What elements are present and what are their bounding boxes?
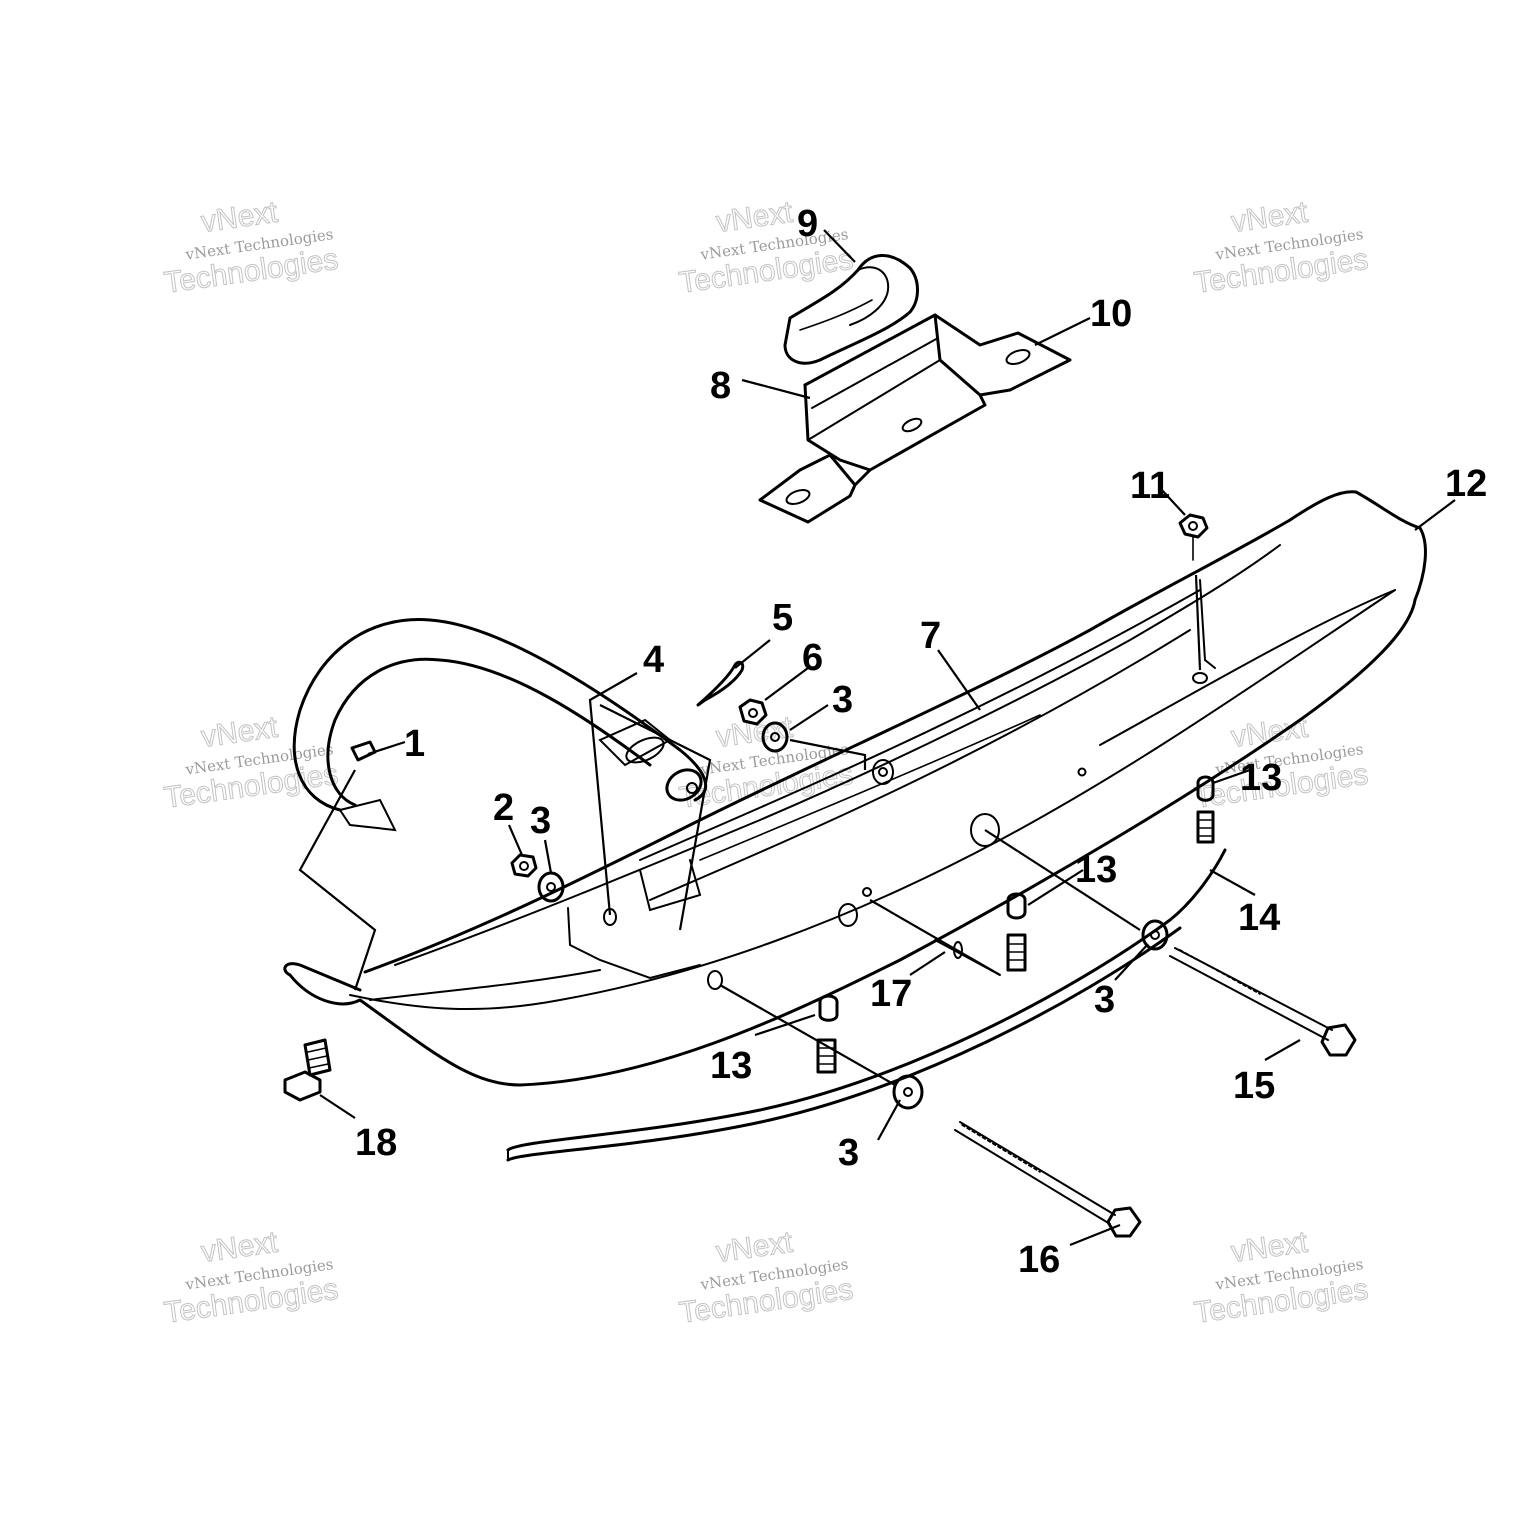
callout-11: 11: [1130, 465, 1170, 507]
watermark-top-center: vNext vNext Technologies Technologies: [677, 195, 856, 300]
part-hardware: [510, 660, 1001, 976]
watermark-mid-left: vNext vNext Technologies Technologies: [162, 710, 341, 815]
callout-9: 9: [797, 203, 818, 245]
callout-18: 18: [355, 1122, 397, 1164]
callout-3-top: 3: [832, 679, 853, 721]
svg-text:vNext: vNext: [1229, 196, 1310, 239]
part-nut-11: [1178, 513, 1209, 561]
part-saddle-bracket: [758, 313, 1072, 524]
callout-7: 7: [920, 615, 941, 657]
svg-text:vNext: vNext: [1229, 1226, 1310, 1269]
callout-8: 8: [710, 365, 731, 407]
svg-text:vNext: vNext: [199, 1226, 280, 1269]
callout-6: 6: [802, 637, 823, 679]
part-bolt-18: [283, 1038, 332, 1102]
watermark-top-right: vNext vNext Technologies Technologies: [1192, 195, 1371, 300]
svg-text:vNext: vNext: [1229, 711, 1310, 754]
callout-13-center: 13: [1075, 849, 1117, 891]
part-saddle-pad: [783, 254, 919, 365]
callout-4: 4: [643, 639, 664, 681]
leader-lines: [298, 229, 1456, 1247]
callout-13-right: 13: [1240, 757, 1282, 799]
callout-10: 10: [1090, 293, 1132, 335]
watermark-top-left: vNext vNext Technologies Technologies: [162, 195, 341, 300]
watermark-bottom-left: vNext vNext Technologies Technologies: [162, 1225, 341, 1330]
callout-3-bottom: 3: [838, 1132, 859, 1174]
callout-12: 12: [1445, 463, 1487, 505]
callout-3-right: 3: [1094, 979, 1115, 1021]
callout-14: 14: [1238, 897, 1280, 939]
callout-13-left: 13: [710, 1045, 752, 1087]
callout-2: 2: [493, 787, 514, 829]
svg-text:vNext: vNext: [199, 711, 280, 754]
part-bolt-15: [1141, 919, 1357, 1057]
callouts: 1 2 3 4 5 6 3 7 9 10 8 11 12 13 13 14 17…: [355, 203, 1487, 1281]
watermark-bottom-right: vNext vNext Technologies Technologies: [1192, 1225, 1371, 1330]
svg-text:vNext: vNext: [714, 196, 795, 239]
part-bolt-16: [892, 1074, 1142, 1238]
part-studs-13: [816, 775, 1215, 1074]
part-wear-bar: [506, 848, 1227, 1162]
part-ski-handle: [292, 618, 708, 832]
svg-text:vNext: vNext: [199, 196, 280, 239]
callout-3-left: 3: [530, 800, 551, 842]
callout-1: 1: [404, 723, 425, 765]
callout-15: 15: [1233, 1065, 1275, 1107]
callout-5: 5: [772, 597, 793, 639]
callout-17: 17: [870, 973, 912, 1015]
watermark-bottom-center: vNext vNext Technologies Technologies: [677, 1225, 856, 1330]
callout-16: 16: [1018, 1239, 1060, 1281]
svg-text:vNext: vNext: [714, 1226, 795, 1269]
